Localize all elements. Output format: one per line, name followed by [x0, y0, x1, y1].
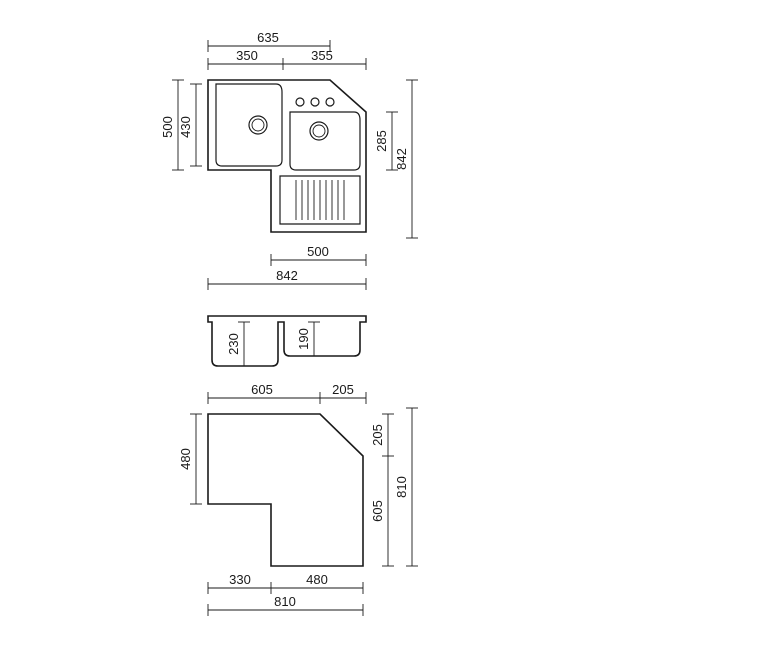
tap-hole-icon: [295, 97, 305, 107]
tap-hole-icon: [310, 97, 320, 107]
dim-350: 350: [236, 48, 258, 63]
dim-500-bottom: 500: [307, 244, 329, 259]
dim-230: 230: [226, 333, 241, 355]
dim-190: 190: [296, 328, 311, 350]
dim-330: 330: [229, 572, 251, 587]
dim-605-top: 605: [251, 382, 273, 397]
dim-842-right: 842: [394, 148, 409, 170]
dim-285: 285: [374, 130, 389, 152]
dim-205-top: 205: [332, 382, 354, 397]
dim-635: 635: [257, 30, 279, 45]
drainer-ribs: [295, 180, 345, 220]
right-drain: [309, 121, 329, 141]
dim-605-right: 605: [370, 500, 385, 522]
dim-810-right: 810: [394, 476, 409, 498]
dim-430: 430: [178, 116, 193, 138]
drainer-board: [279, 175, 361, 225]
cutout-outline: [207, 413, 364, 567]
dim-500-left: 500: [160, 116, 175, 138]
dim-355: 355: [311, 48, 333, 63]
left-drain: [248, 115, 268, 135]
dim-810-bottom: 810: [274, 594, 296, 609]
sink-outline: [207, 79, 367, 233]
tap-hole-icon: [325, 97, 335, 107]
section-view: 230 190: [207, 315, 367, 367]
right-bowl: [289, 111, 361, 171]
dim-480-bottom: 480: [306, 572, 328, 587]
dim-842-bottom: 842: [276, 268, 298, 283]
dim-480-left: 480: [178, 448, 193, 470]
cutout-view: 605 205 480 205 605 810 330 480 810: [178, 382, 418, 616]
section-outline: [207, 315, 367, 367]
dim-205-right: 205: [370, 424, 385, 446]
left-bowl: [215, 83, 283, 167]
top-view: 635 350 355 500 430 285 842 500: [160, 30, 418, 290]
